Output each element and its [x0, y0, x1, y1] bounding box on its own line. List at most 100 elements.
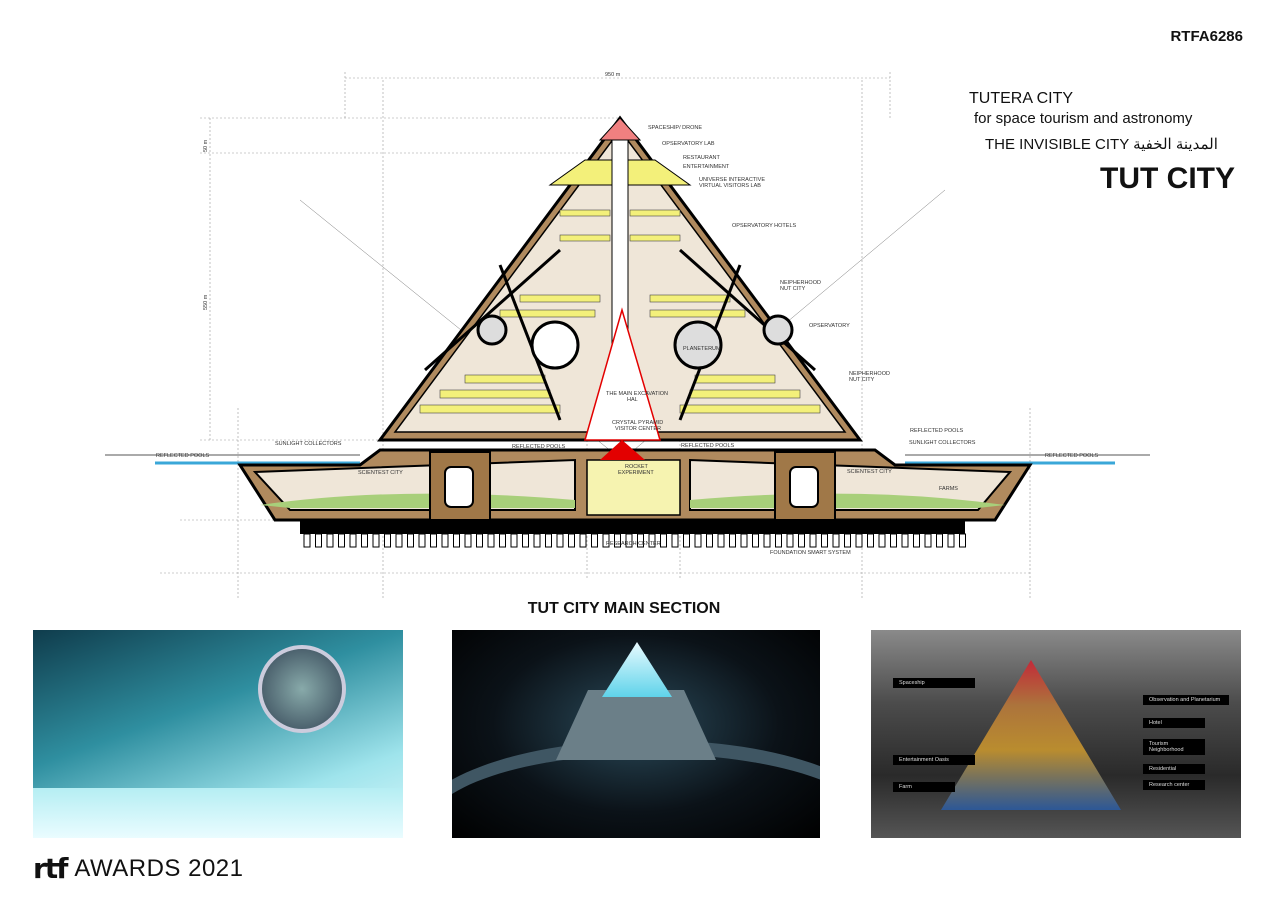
label-reflected-center-left: REFLECTED POOLS	[512, 444, 566, 450]
foundation-pile	[499, 533, 506, 548]
porthole-window	[258, 645, 346, 733]
foundation-pile	[418, 533, 426, 548]
tag-spaceship: Spaceship	[893, 678, 975, 688]
rocket-bay-right	[789, 466, 819, 508]
dim-height: 550 m	[203, 294, 209, 310]
label-scientist-right: SCIENTEST CITY	[847, 469, 892, 475]
foundation-pile	[614, 533, 621, 548]
excavation-hall	[584, 307, 662, 441]
tag-tourism: Tourism Neighborhood	[1143, 739, 1205, 755]
label-nut-city: NUT CITY	[780, 286, 806, 292]
label-research: RESEARCH CENTER	[606, 541, 661, 547]
foundation-pile	[326, 533, 334, 548]
foundation-pile	[487, 533, 495, 548]
glowing-pyramid	[602, 642, 672, 697]
label-restaurant: RESTAURANT	[683, 155, 721, 161]
foundation-pile	[775, 533, 782, 548]
tag-research: Research center	[1143, 780, 1205, 790]
foundation-pile	[464, 533, 472, 548]
foundation-pile	[545, 533, 552, 548]
foundation-pile	[694, 533, 702, 548]
label-observatory-lab: OPSERVATORY LAB	[662, 141, 715, 147]
label-reflected-left: REFLECTED POOLS	[156, 453, 210, 459]
foundation-pile	[821, 533, 828, 548]
rocket-bay-left	[444, 466, 474, 508]
foundation-pile	[476, 533, 483, 548]
foundation-pile	[660, 533, 667, 548]
foundation-pile	[717, 533, 725, 548]
foundation-pile	[625, 533, 633, 548]
rocket-experiment-hall	[586, 459, 681, 516]
foundation-pile	[453, 533, 460, 548]
foundation-pile	[602, 533, 610, 548]
render-cutaway: Spaceship Entertainment Oasis Farm Obser…	[871, 630, 1241, 838]
label-reflected-right: REFLECTED POOLS	[1045, 453, 1099, 459]
foundation-pile	[867, 533, 874, 548]
foundation-pile	[349, 533, 357, 548]
foundation-pile	[683, 533, 690, 548]
render-interior	[33, 630, 403, 838]
label-scientist-left: SCIENTEST CITY	[358, 470, 403, 476]
foundation-pile	[855, 533, 863, 548]
foundation-pile	[844, 533, 851, 548]
foundation-pile	[372, 533, 380, 548]
podium-render	[556, 690, 716, 760]
foundation-pile	[637, 533, 644, 548]
foundation	[300, 520, 965, 534]
label-visitor-center: VISITOR CENTER	[615, 426, 661, 432]
foundation-pile	[740, 533, 748, 548]
foundation-pile	[798, 533, 805, 548]
label-sunlight-left: SUNLIGHT COLLECTORS	[275, 441, 342, 447]
foundation-pile	[809, 533, 817, 548]
label-hotels: OPSERVATORY HOTELS	[732, 223, 797, 229]
interior-floor	[33, 788, 403, 838]
foundation-pile	[338, 533, 345, 548]
rtf-awards-logo: rtf AWARDS 2021	[33, 852, 244, 885]
label-reflected-right-top: REFLECTED POOLS	[910, 428, 964, 434]
label-rocket: ROCKET	[625, 464, 649, 470]
foundation-pile	[556, 533, 564, 548]
foundation-pile	[522, 533, 529, 548]
label-reflected-center-right: REFLECTED POOLS	[681, 443, 735, 449]
foundation-pile	[568, 533, 575, 548]
label-neighborhood-2: NEIPHERHOOD	[849, 371, 890, 377]
project-code: RTFA6286	[1170, 28, 1243, 45]
foundation-pile	[947, 533, 955, 548]
foundation-pile	[924, 533, 932, 548]
foundation-pile	[407, 533, 414, 548]
label-experiment: EXPERIMENT	[618, 470, 654, 476]
terraces	[419, 209, 821, 414]
foundation-pile	[878, 533, 886, 548]
foundation-pile	[913, 533, 920, 548]
main-section-drawing: 950 m 50 m 550 m SPACESHIP/ DRONE OPSERV…	[105, 72, 1150, 600]
crystal-pyramid	[600, 440, 645, 460]
label-observatory: OPSERVATORY	[809, 323, 850, 329]
observatory-left	[476, 314, 508, 346]
label-farms: FARMS	[939, 486, 958, 492]
planetarium-sphere	[673, 320, 723, 370]
label-virtual-lab: VIRTUAL VISITORS LAB	[699, 183, 761, 189]
foundation-pile	[533, 533, 541, 548]
planetarium-left	[530, 320, 580, 370]
foundation-pile	[441, 533, 449, 548]
tag-residential: Residential	[1143, 764, 1205, 774]
main-title: TUT CITY	[1100, 162, 1235, 195]
foundation-pile	[671, 533, 679, 548]
foundation-pile	[901, 533, 909, 548]
awards-label: AWARDS 2021	[74, 854, 244, 882]
tag-hotel: Hotel	[1143, 718, 1205, 728]
foundation-pile	[890, 533, 897, 548]
spaceship-tip	[598, 117, 642, 141]
label-foundation: FOUNDATION SMART SYSTEM	[770, 550, 851, 556]
section-title: TUT CITY MAIN SECTION	[527, 600, 721, 617]
render-night-aerial	[452, 630, 820, 838]
dim-top-height: 50 m	[203, 139, 209, 152]
label-entertainment: ENTERTAINMENT	[683, 164, 730, 170]
label-spaceship: SPACESHIP/ DRONE	[648, 125, 702, 131]
foundation-pile	[315, 533, 322, 548]
label-excavation: THE MAIN EXCAVATION	[606, 391, 668, 397]
tag-entertainment: Entertainment Oasis	[893, 755, 975, 765]
subtitle: for space tourism and astronomy	[974, 110, 1193, 127]
foundation-pile	[752, 533, 759, 548]
foundation-pile	[430, 533, 437, 548]
